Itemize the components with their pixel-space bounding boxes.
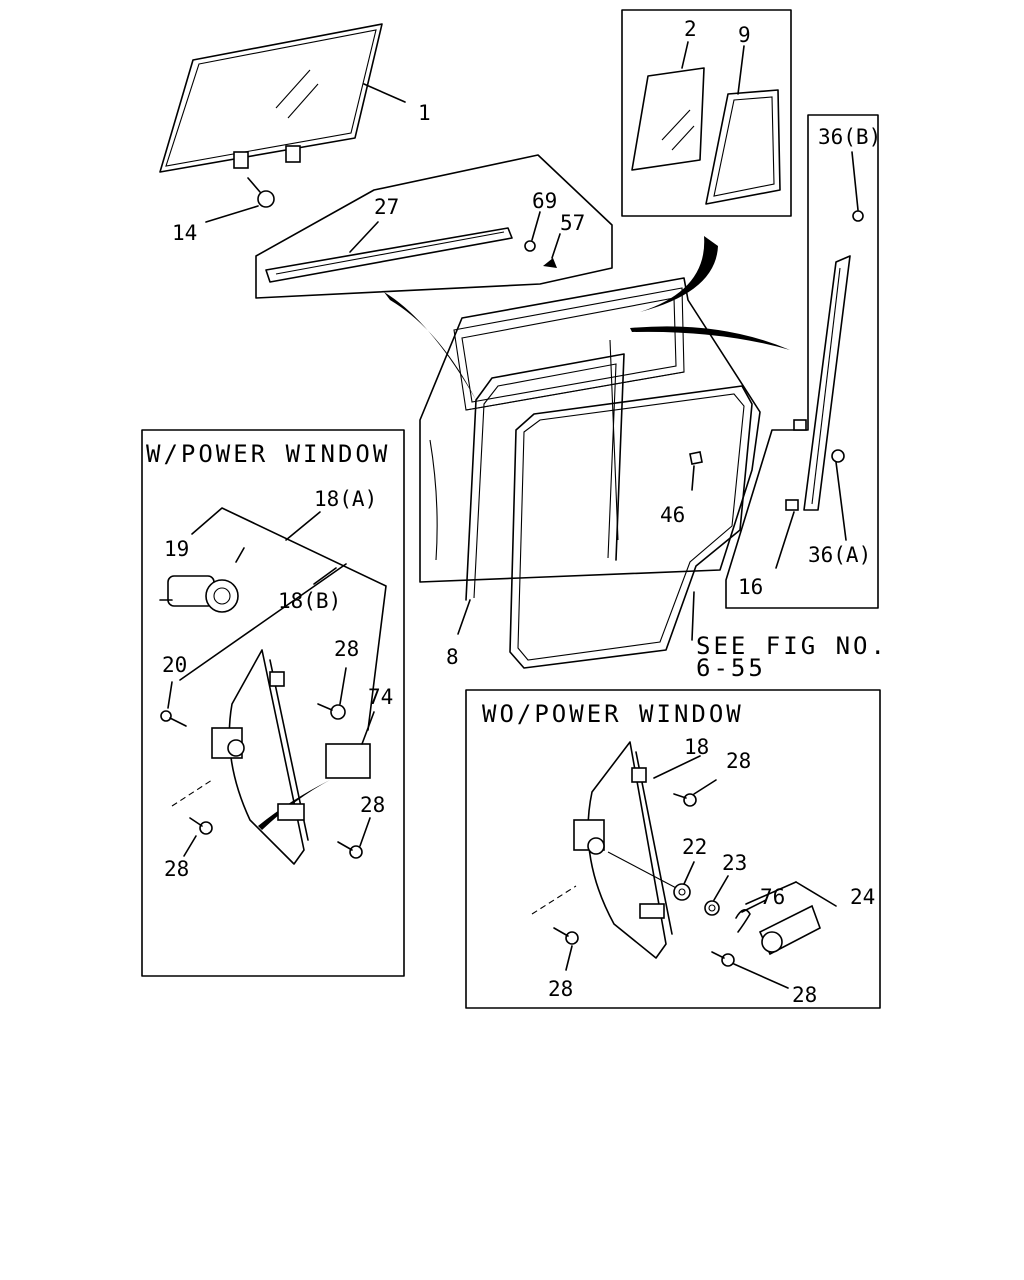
power-window-caption: W/POWER WINDOW bbox=[146, 440, 390, 468]
sash-inset bbox=[725, 114, 879, 609]
callout-28-wo-2: 28 bbox=[548, 977, 573, 1001]
callout-2: 2 bbox=[684, 17, 697, 41]
callout-23: 23 bbox=[722, 851, 747, 875]
callout-46: 46 bbox=[660, 503, 685, 527]
callout-20: 20 bbox=[162, 653, 187, 677]
callout-18: 18 bbox=[684, 735, 709, 759]
callout-28-pw-2: 28 bbox=[360, 793, 385, 817]
callout-27: 27 bbox=[374, 195, 399, 219]
door-shell bbox=[419, 277, 761, 583]
callout-22: 22 bbox=[682, 835, 707, 859]
callout-28-pw-3: 28 bbox=[164, 857, 189, 881]
run-channel-part-8 bbox=[457, 353, 625, 635]
arrow-to-door-2 bbox=[640, 236, 718, 312]
arrow-to-door-3 bbox=[630, 326, 790, 350]
callout-18a: 18(A) bbox=[314, 487, 377, 511]
callout-24: 24 bbox=[850, 885, 875, 909]
callout-28-wo-3: 28 bbox=[792, 983, 817, 1007]
callout-36a: 36(A) bbox=[808, 543, 871, 567]
callout-76: 76 bbox=[760, 885, 785, 909]
see-fig-caption-line2: 6-55 bbox=[696, 654, 766, 682]
callout-69: 69 bbox=[532, 189, 557, 213]
callout-28-wo-1: 28 bbox=[726, 749, 751, 773]
callout-28-pw-1: 28 bbox=[334, 637, 359, 661]
callout-1: 1 bbox=[418, 101, 431, 125]
clip-46 bbox=[689, 451, 703, 491]
callout-18b: 18(B) bbox=[278, 589, 341, 613]
callout-14: 14 bbox=[172, 221, 197, 245]
manual-window-box bbox=[465, 689, 881, 1009]
callout-9: 9 bbox=[738, 23, 751, 47]
quarter-glass-inset bbox=[621, 9, 792, 217]
glass-run-channel-inset bbox=[255, 154, 613, 299]
callout-57: 57 bbox=[560, 211, 585, 235]
door-weatherstrip bbox=[509, 385, 753, 669]
door-glass-part bbox=[159, 23, 406, 173]
callout-36b: 36(B) bbox=[818, 125, 881, 149]
callout-19: 19 bbox=[164, 537, 189, 561]
callout-16: 16 bbox=[738, 575, 763, 599]
callout-8: 8 bbox=[446, 645, 459, 669]
power-window-box bbox=[141, 429, 405, 977]
callout-74: 74 bbox=[368, 685, 393, 709]
bolt-14 bbox=[205, 177, 275, 223]
wo-power-window-caption: WO/POWER WINDOW bbox=[482, 700, 744, 728]
see-fig-caption-line1: SEE FIG NO. bbox=[696, 632, 888, 660]
